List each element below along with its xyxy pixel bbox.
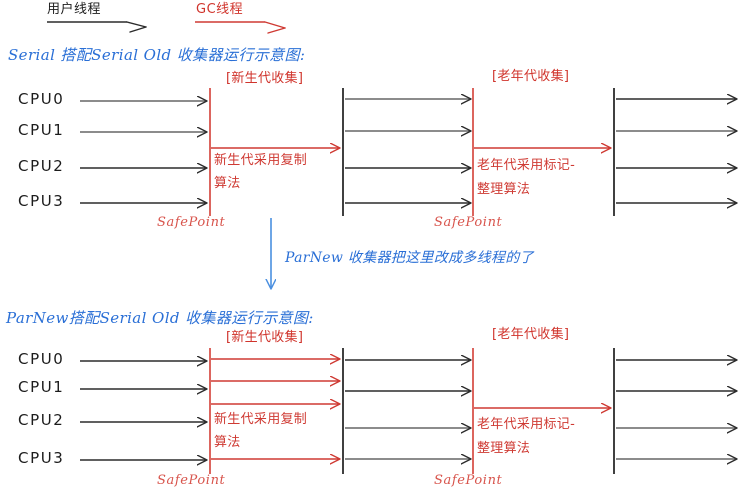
top-cpu-label-1: CPU1	[18, 121, 65, 139]
top-safepoint-old-label: SafePoint	[434, 215, 503, 230]
bottom-safepoint-old-label: SafePoint	[434, 473, 503, 488]
legend-user-thread-label: 用户线程	[47, 2, 102, 17]
bottom-young-algorithm-line2: 算法	[214, 435, 241, 450]
legend-user-thread-arrow	[47, 21, 147, 33]
top-diagram-group	[80, 88, 736, 216]
top-young-algorithm-line1: 新生代采用复制	[214, 153, 308, 168]
legend-gc-thread-label: GC线程	[196, 2, 244, 17]
legend-gc-thread-arrow	[195, 21, 286, 34]
top-diagram-title: Serial 搭配Serial Old 收集器运行示意图:	[8, 46, 306, 64]
top-young-gc-label: [新生代收集]	[226, 71, 304, 86]
top-old-algorithm-line2: 整理算法	[477, 182, 531, 197]
bottom-cpu-label-1: CPU1	[18, 378, 65, 396]
top-safepoint-young-label: SafePoint	[157, 215, 226, 230]
bottom-old-algorithm-line1: 老年代采用标记-	[477, 417, 576, 432]
bottom-young-algorithm-line1: 新生代采用复制	[214, 412, 308, 427]
top-old-gc-label: [老年代收集]	[492, 69, 570, 84]
top-old-algorithm-line1: 老年代采用标记-	[477, 158, 576, 173]
top-young-algorithm-line2: 算法	[214, 176, 241, 191]
bottom-young-gc-label: [新生代收集]	[226, 330, 304, 345]
bottom-diagram-group	[80, 348, 736, 474]
bottom-old-algorithm-line2: 整理算法	[477, 441, 531, 456]
bottom-cpu-label-3: CPU3	[18, 449, 65, 467]
top-cpu-label-0: CPU0	[18, 90, 65, 108]
bottom-diagram-title: ParNew搭配Serial Old 收集器运行示意图:	[6, 309, 314, 327]
bottom-safepoint-young-label: SafePoint	[157, 473, 226, 488]
top-cpu-label-3: CPU3	[18, 192, 65, 210]
bottom-cpu-label-2: CPU2	[18, 411, 65, 429]
transition-note: ParNew 收集器把这里改成多线程的了	[285, 250, 534, 266]
bottom-cpu-label-0: CPU0	[18, 350, 65, 368]
bottom-old-gc-label: [老年代收集]	[492, 327, 570, 342]
top-cpu-label-2: CPU2	[18, 157, 65, 175]
